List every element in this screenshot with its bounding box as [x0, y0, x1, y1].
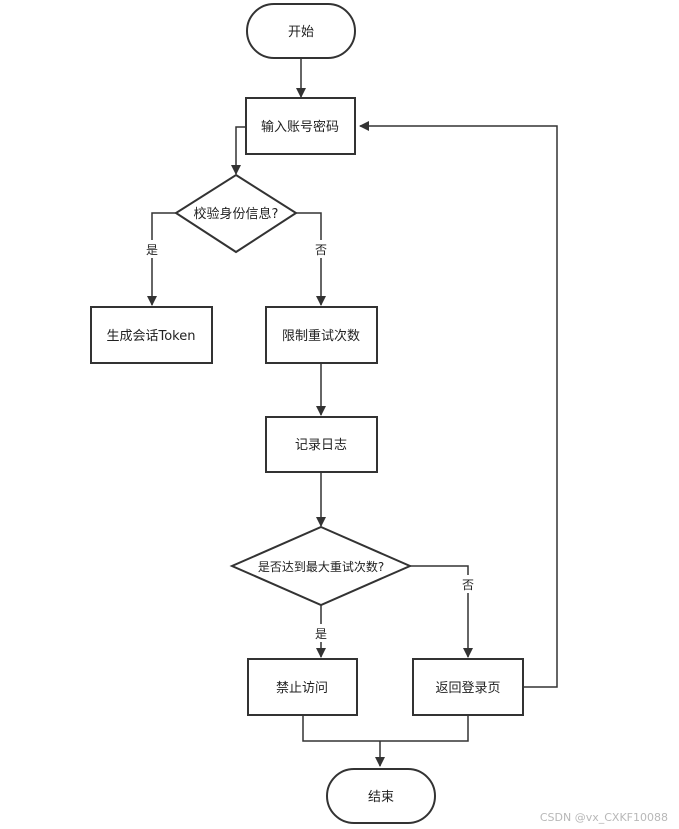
node-max-retry: 是否达到最大重试次数? — [229, 525, 413, 607]
node-log: 记录日志 — [265, 416, 378, 473]
node-end: 结束 — [326, 768, 436, 824]
node-start-label: 开始 — [288, 25, 314, 40]
node-input: 输入账号密码 — [245, 97, 356, 155]
edge-max-no — [410, 565, 473, 658]
node-max-retry-label: 是否达到最大重试次数? — [258, 559, 384, 574]
node-back: 返回登录页 — [412, 658, 524, 716]
node-back-label: 返回登录页 — [435, 681, 500, 696]
node-start: 开始 — [246, 3, 356, 59]
edge-verify-no — [296, 212, 326, 306]
watermark: CSDN @vx_CXKF10088 — [539, 811, 668, 824]
node-end-label: 结束 — [368, 790, 394, 805]
node-limit-label: 限制重试次数 — [282, 328, 360, 344]
node-deny: 禁止访问 — [247, 658, 358, 716]
edge-verify-yes — [147, 212, 176, 306]
node-log-label: 记录日志 — [295, 438, 347, 453]
node-limit: 限制重试次数 — [265, 306, 378, 364]
edge-back-to-input — [359, 121, 558, 688]
node-verify: 校验身份信息? — [174, 173, 298, 254]
node-deny-label: 禁止访问 — [276, 681, 328, 696]
edge-back-merge — [380, 715, 469, 742]
label-max-no: 否 — [462, 578, 474, 592]
label-verify-no: 否 — [315, 243, 327, 257]
label-verify-yes: 是 — [146, 243, 158, 257]
edge-deny-merge — [302, 715, 380, 742]
label-max-yes: 是 — [315, 627, 327, 641]
node-verify-label: 校验身份信息? — [194, 206, 279, 222]
node-token: 生成会话Token — [90, 306, 213, 364]
node-input-label: 输入账号密码 — [261, 119, 339, 135]
node-token-label: 生成会话Token — [107, 329, 196, 344]
edge-input-to-verify — [231, 126, 246, 175]
